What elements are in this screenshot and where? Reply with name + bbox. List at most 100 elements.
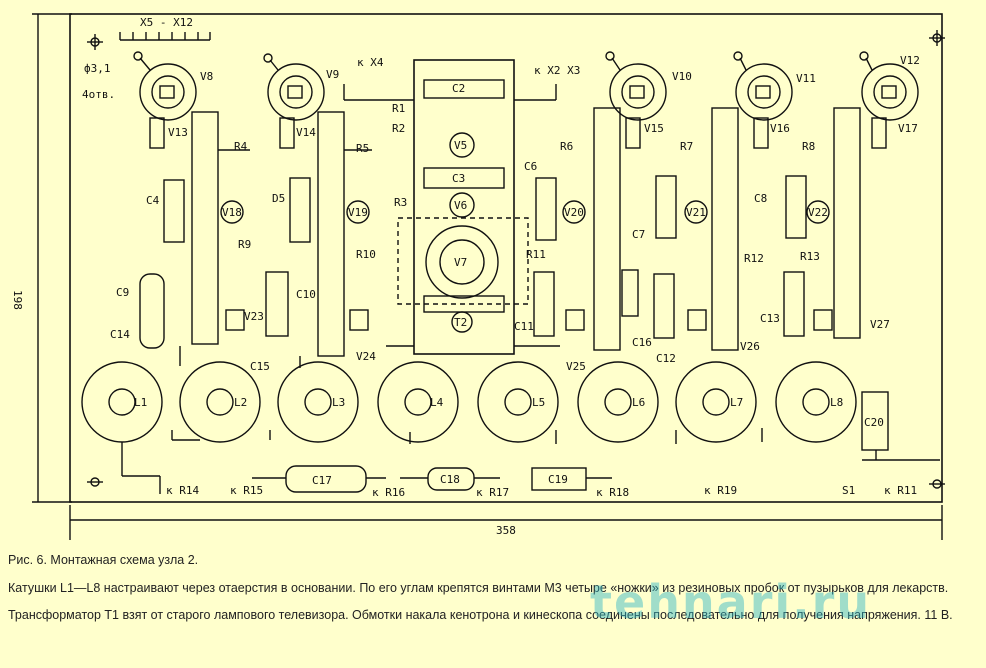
label-to-x2x3: к X2 X3 xyxy=(534,64,580,77)
label-l4: L4 xyxy=(430,396,444,409)
caption-paragraph-2: Трансформатор Т1 взят от старого лампово… xyxy=(8,608,953,623)
label-kr16: к R16 xyxy=(372,486,405,499)
label-v11: V11 xyxy=(796,72,816,85)
label-r4: R4 xyxy=(234,140,248,153)
label-v12: V12 xyxy=(900,54,920,67)
label-c8: C8 xyxy=(754,192,767,205)
tube-v11 xyxy=(735,63,793,121)
label-v7: V7 xyxy=(454,256,467,269)
figure-caption: Рис. 6. Монтажная схема узла 2. Катушки … xyxy=(8,553,978,636)
label-d5: D5 xyxy=(272,192,285,205)
label-v19: V19 xyxy=(348,206,368,219)
label-r6: R6 xyxy=(560,140,573,153)
coil-l6 xyxy=(577,361,659,443)
label-r8: R8 xyxy=(802,140,815,153)
label-r11: R11 xyxy=(526,248,546,261)
label-v20: V20 xyxy=(564,206,584,219)
label-kr19: к R19 xyxy=(704,484,737,497)
label-l2: L2 xyxy=(234,396,247,409)
schematic-svg: X5 - X12 ф3,1 4отв. к X4 к X2 X3 198 358… xyxy=(11,13,945,540)
coil-l1 xyxy=(81,361,163,443)
label-v14: V14 xyxy=(296,126,316,139)
label-r10: R10 xyxy=(356,248,376,261)
label-v17: V17 xyxy=(898,122,918,135)
label-v22: V22 xyxy=(808,206,828,219)
label-r3: R3 xyxy=(394,196,407,209)
label-l7: L7 xyxy=(730,396,743,409)
label-r7: R7 xyxy=(680,140,693,153)
wiring-diagram-figure: X5 - X12 ф3,1 4отв. к X4 к X2 X3 198 358… xyxy=(11,13,945,540)
label-c4: C4 xyxy=(146,194,160,207)
label-r9: R9 xyxy=(238,238,251,251)
label-c13: C13 xyxy=(760,312,780,325)
label-v15: V15 xyxy=(644,122,664,135)
label-r5: R5 xyxy=(356,142,369,155)
label-v24: V24 xyxy=(356,350,376,363)
tube-v12 xyxy=(861,63,919,121)
schematic-labels: X5 - X12 ф3,1 4отв. к X4 к X2 X3 198 358… xyxy=(11,16,920,537)
coil-l8 xyxy=(775,361,857,443)
coil-l3 xyxy=(277,361,359,443)
label-to-x4: к X4 xyxy=(357,56,384,69)
label-v18: V18 xyxy=(222,206,242,219)
label-l6: L6 xyxy=(632,396,645,409)
label-s1: S1 xyxy=(842,484,855,497)
label-kr18: к R18 xyxy=(596,486,629,499)
coil-l4 xyxy=(377,361,459,443)
coil-l5 xyxy=(477,361,559,443)
label-v16: V16 xyxy=(770,122,790,135)
label-kr14: к R14 xyxy=(166,484,199,497)
label-v6: V6 xyxy=(454,199,467,212)
tube-v10 xyxy=(609,63,667,121)
dim-width: 358 xyxy=(496,524,516,537)
label-v8: V8 xyxy=(200,70,213,83)
label-v25: V25 xyxy=(566,360,586,373)
label-c16: C16 xyxy=(632,336,652,349)
label-v10: V10 xyxy=(672,70,692,83)
label-c18: C18 xyxy=(440,473,460,486)
caption-title: Рис. 6. Монтажная схема узла 2. xyxy=(8,553,199,567)
label-l8: L8 xyxy=(830,396,843,409)
label-c14: C14 xyxy=(110,328,130,341)
label-v5: V5 xyxy=(454,139,467,152)
label-r2: R2 xyxy=(392,122,405,135)
label-holes: 4отв. xyxy=(82,88,115,101)
label-c7: C7 xyxy=(632,228,645,241)
label-kr17: к R17 xyxy=(476,486,509,499)
tube-v8 xyxy=(139,63,197,121)
tube-v9 xyxy=(267,63,325,121)
label-v13: V13 xyxy=(168,126,188,139)
label-c6: C6 xyxy=(524,160,537,173)
label-v21: V21 xyxy=(686,206,706,219)
label-t2: T2 xyxy=(454,316,467,329)
label-c11: C11 xyxy=(514,320,534,333)
label-r13: R13 xyxy=(800,250,820,263)
label-v27: V27 xyxy=(870,318,890,331)
label-v23: V23 xyxy=(244,310,264,323)
label-kr15: к R15 xyxy=(230,484,263,497)
label-c20: C20 xyxy=(864,416,884,429)
board-outline xyxy=(69,13,943,503)
label-bus: X5 - X12 xyxy=(140,16,193,29)
label-c19: C19 xyxy=(548,473,568,486)
label-c17: C17 xyxy=(312,474,332,487)
label-v9: V9 xyxy=(326,68,339,81)
dim-height: 198 xyxy=(11,290,24,310)
coil-l7 xyxy=(675,361,757,443)
label-phi: ф3,1 xyxy=(84,62,111,75)
label-c2: C2 xyxy=(452,82,465,95)
label-r1: R1 xyxy=(392,102,405,115)
coil-l2 xyxy=(179,361,261,443)
label-c9: C9 xyxy=(116,286,129,299)
label-c10: C10 xyxy=(296,288,316,301)
label-c3: C3 xyxy=(452,172,465,185)
label-l1: L1 xyxy=(134,396,147,409)
label-r12: R12 xyxy=(744,252,764,265)
label-kr11: к R11 xyxy=(884,484,917,497)
label-v26: V26 xyxy=(740,340,760,353)
label-c15: C15 xyxy=(250,360,270,373)
caption-paragraph-1: Катушки L1—L8 настраивают через отаерсти… xyxy=(8,580,949,595)
label-c12: C12 xyxy=(656,352,676,365)
label-l5: L5 xyxy=(532,396,545,409)
label-l3: L3 xyxy=(332,396,345,409)
